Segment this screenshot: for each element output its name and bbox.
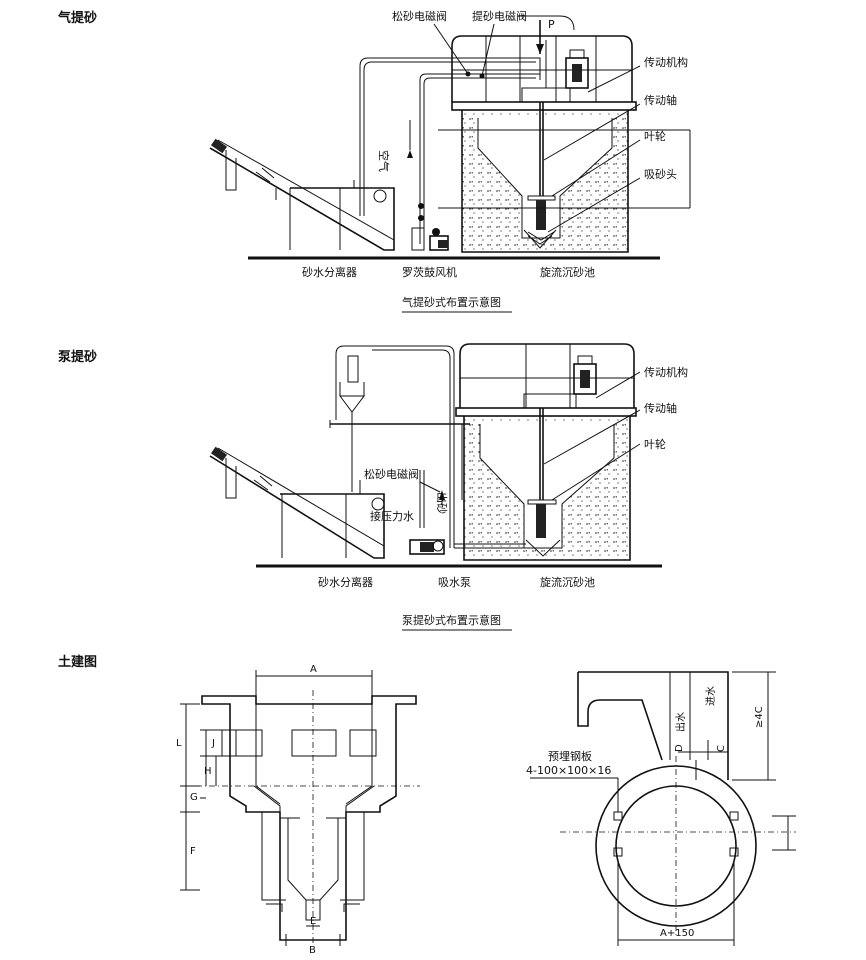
caption-pump: 泵提砂式布置示意图 — [402, 613, 501, 627]
label-suction-head: 吸砂头 — [644, 168, 677, 181]
roots-blower — [411, 227, 449, 251]
air-pipes — [359, 57, 541, 244]
sand-water-separator — [209, 138, 395, 251]
label-lift-valve: 提砂电磁阀 — [472, 9, 527, 23]
label-loosen-valve: 松砂电磁阀 — [392, 9, 447, 23]
label-blower: 罗茨鼓风机 — [402, 265, 457, 279]
pump-pipes — [329, 345, 530, 549]
label-separator-2: 砂水分离器 — [318, 575, 373, 589]
caption-air: 气提砂式布置示意图 — [402, 295, 501, 309]
dim-e: E — [310, 916, 316, 927]
label-loosen-valve-2: 松砂电磁阀 — [364, 467, 419, 481]
label-shaft-2: 传动轴 — [644, 401, 677, 415]
drive-unit-2 — [523, 355, 597, 409]
section-title-air: 气提砂 — [58, 10, 97, 26]
pump-lift-diagram: 传动机构 传动轴 叶轮 松砂电磁阀 出砂 接压力水 砂水分离器 吸水泵 旋流沉砂… — [209, 343, 688, 631]
civil-plan-view: 进水 出水 ≥4C D C 预埋钢板 4-100×100×16 A+150 — [526, 671, 796, 946]
label-d: D — [674, 744, 685, 752]
shaft-impeller-2 — [527, 408, 557, 538]
dim-b: B — [309, 945, 316, 956]
air-leaders — [433, 23, 691, 233]
label-c: C — [716, 745, 727, 752]
label-inlet: 进水 — [705, 686, 717, 706]
dim-g: G — [190, 792, 198, 803]
label-embed-spec: 4-100×100×16 — [526, 764, 611, 777]
dim-h: H — [204, 766, 212, 777]
label-p: P — [548, 18, 555, 31]
dim-a: A — [310, 664, 317, 675]
drive-unit — [521, 40, 589, 103]
label-outlet: 出水 — [674, 712, 687, 732]
label-pressure-water: 接压力水 — [370, 510, 414, 523]
dim-f: F — [190, 846, 196, 857]
label-ge4c: ≥4C — [754, 706, 765, 728]
label-pump: 吸水泵 — [438, 576, 471, 589]
dim-a150: A+150 — [660, 928, 694, 939]
label-drive: 传动机构 — [644, 55, 688, 69]
label-impeller-2: 叶轮 — [644, 437, 666, 451]
air-lift-diagram: P — [209, 9, 691, 313]
civil-section-view: A L J H G F E B — [176, 664, 420, 956]
label-impeller: 叶轮 — [644, 129, 666, 143]
pump-leaders — [419, 371, 641, 501]
label-shaft: 传动轴 — [644, 93, 677, 107]
inlet-arrow: P — [518, 15, 575, 54]
label-tank-2: 旋流沉砂池 — [540, 575, 595, 589]
label-separator: 砂水分离器 — [302, 265, 357, 279]
suction-pump — [409, 539, 445, 555]
label-drive-2: 传动机构 — [644, 365, 688, 379]
dim-j: J — [211, 738, 215, 749]
tank-railing-2 — [459, 343, 635, 408]
label-tank: 旋流沉砂池 — [540, 265, 595, 279]
label-sand-out: 出砂 — [435, 492, 449, 514]
label-air: 空气 — [377, 150, 391, 172]
dim-l: L — [176, 738, 182, 749]
section-title-pump: 泵提砂 — [58, 349, 97, 365]
label-embed-plate: 预埋钢板 — [548, 749, 592, 763]
shaft-impeller — [527, 102, 556, 241]
section-title-civil: 土建图 — [58, 654, 97, 670]
sand-water-separator-2 — [209, 446, 385, 559]
tank-railing — [451, 35, 633, 102]
